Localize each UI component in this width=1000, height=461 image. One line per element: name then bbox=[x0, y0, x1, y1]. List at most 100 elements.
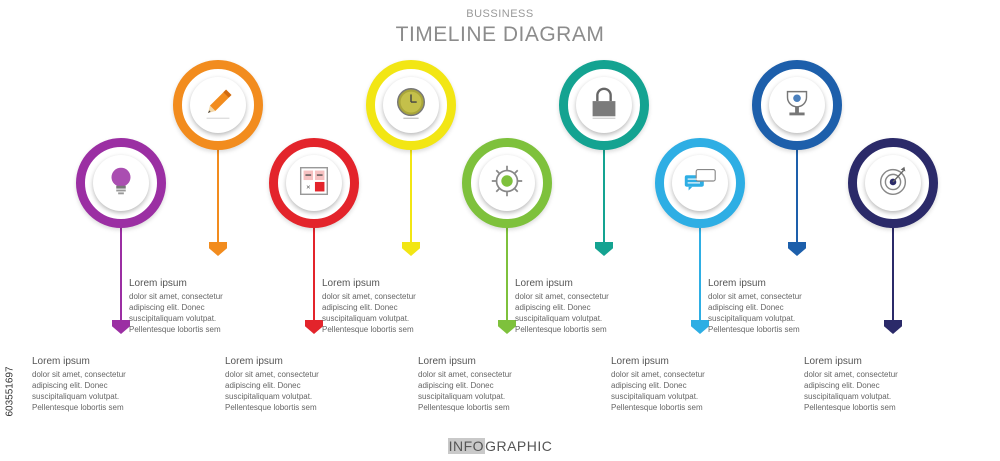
chat-bubbles-icon bbox=[681, 162, 719, 205]
step-ring bbox=[848, 138, 938, 228]
step-connector-line bbox=[699, 218, 701, 320]
step-description-line: Pellentesque lobortis sem bbox=[129, 325, 221, 334]
step-text-block: Lorem ipsum dolor sit amet, consectetur a… bbox=[515, 278, 635, 335]
target-icon bbox=[874, 162, 912, 205]
step-heading: Lorem ipsum bbox=[611, 356, 669, 367]
step-description-line: Pellentesque lobortis sem bbox=[515, 325, 607, 334]
step-ring bbox=[462, 138, 552, 228]
step-connector-line bbox=[603, 140, 605, 242]
step-connector-line bbox=[120, 218, 122, 320]
step-description-line: suscipitaliquam volutpat. bbox=[32, 392, 120, 401]
lock-icon bbox=[585, 84, 623, 127]
step-ring bbox=[366, 60, 456, 150]
step-description-line: suscipitaliquam volutpat. bbox=[611, 392, 699, 401]
step-heading: Lorem ipsum bbox=[322, 278, 380, 289]
step-connector-line bbox=[506, 218, 508, 320]
step-description-line: Pellentesque lobortis sem bbox=[322, 325, 414, 334]
step-description-line: adipiscing elit. Donec bbox=[708, 303, 784, 312]
step-description-line: adipiscing elit. Donec bbox=[322, 303, 398, 312]
step-description-line: Pellentesque lobortis sem bbox=[225, 403, 317, 412]
step-arrow-marker bbox=[209, 242, 227, 256]
step-heading: Lorem ipsum bbox=[804, 356, 862, 367]
step-description-line: dolor sit amet, consectetur bbox=[611, 370, 705, 379]
step-description-line: dolor sit amet, consectetur bbox=[322, 292, 416, 301]
step-icon-badge bbox=[190, 77, 246, 133]
step-description-line: suscipitaliquam volutpat. bbox=[418, 392, 506, 401]
step-icon-badge bbox=[383, 77, 439, 133]
svg-text:×: × bbox=[306, 182, 310, 191]
step-heading: Lorem ipsum bbox=[129, 278, 187, 289]
step-icon-badge bbox=[93, 155, 149, 211]
step-arrow-marker bbox=[112, 320, 130, 334]
step-description-line: dolor sit amet, consectetur bbox=[804, 370, 898, 379]
step-description-line: Pellentesque lobortis sem bbox=[611, 403, 703, 412]
step-arrow-marker bbox=[498, 320, 516, 334]
step-connector-line bbox=[313, 218, 315, 320]
step-description-line: dolor sit amet, consectetur bbox=[32, 370, 126, 379]
step-description-line: dolor sit amet, consectetur bbox=[515, 292, 609, 301]
step-text-block: Lorem ipsum dolor sit amet, consectetur a… bbox=[708, 278, 828, 335]
step-description-line: suscipitaliquam volutpat. bbox=[708, 314, 796, 323]
step-text-block: Lorem ipsum dolor sit amet, consectetur a… bbox=[611, 356, 731, 413]
step-text-block: Lorem ipsum dolor sit amet, consectetur a… bbox=[32, 356, 152, 413]
step-description-line: adipiscing elit. Donec bbox=[515, 303, 591, 312]
step-heading: Lorem ipsum bbox=[32, 356, 90, 367]
step-heading: Lorem ipsum bbox=[708, 278, 766, 289]
step-text-block: Lorem ipsum dolor sit amet, consectetur a… bbox=[129, 278, 249, 335]
step-icon-badge bbox=[576, 77, 632, 133]
step-description-line: suscipitaliquam volutpat. bbox=[804, 392, 892, 401]
step-description-line: adipiscing elit. Donec bbox=[32, 381, 108, 390]
step-description-line: dolor sit amet, consectetur bbox=[708, 292, 802, 301]
step-icon-badge bbox=[672, 155, 728, 211]
step-connector-line bbox=[892, 218, 894, 320]
step-description-line: Pellentesque lobortis sem bbox=[804, 403, 896, 412]
step-description-line: adipiscing elit. Donec bbox=[418, 381, 494, 390]
calculator-icon: × bbox=[295, 162, 333, 205]
step-ring bbox=[173, 60, 263, 150]
step-description-line: adipiscing elit. Donec bbox=[611, 381, 687, 390]
step-heading: Lorem ipsum bbox=[515, 278, 573, 289]
step-description-line: dolor sit amet, consectetur bbox=[225, 370, 319, 379]
step-description-line: suscipitaliquam volutpat. bbox=[515, 314, 603, 323]
step-description-line: Pellentesque lobortis sem bbox=[418, 403, 510, 412]
step-ring bbox=[559, 60, 649, 150]
step-ring bbox=[752, 60, 842, 150]
step-description-line: suscipitaliquam volutpat. bbox=[129, 314, 217, 323]
step-arrow-marker bbox=[788, 242, 806, 256]
step-connector-line bbox=[410, 140, 412, 242]
pencil-icon bbox=[199, 84, 237, 127]
step-connector-line bbox=[796, 140, 798, 242]
step-connector-line bbox=[217, 140, 219, 242]
page-title: TIMELINE DIAGRAM bbox=[395, 23, 605, 46]
clock-icon bbox=[392, 84, 430, 127]
lightbulb-icon bbox=[102, 162, 140, 205]
step-arrow-marker bbox=[884, 320, 902, 334]
step-icon-badge bbox=[769, 77, 825, 133]
step-arrow-marker bbox=[402, 242, 420, 256]
step-icon-badge: × bbox=[286, 155, 342, 211]
side-id-label: 603551697 bbox=[2, 352, 16, 432]
trophy-icon bbox=[778, 84, 816, 127]
step-description-line: adipiscing elit. Donec bbox=[804, 381, 880, 390]
step-text-block: Lorem ipsum dolor sit amet, consectetur a… bbox=[322, 278, 442, 335]
step-ring bbox=[655, 138, 745, 228]
step-ring bbox=[76, 138, 166, 228]
step-arrow-marker bbox=[691, 320, 709, 334]
step-text-block: Lorem ipsum dolor sit amet, consectetur a… bbox=[804, 356, 924, 413]
step-ring: × bbox=[269, 138, 359, 228]
step-description-line: suscipitaliquam volutpat. bbox=[322, 314, 410, 323]
footer-label: INFOGRAPHIC bbox=[0, 438, 1000, 454]
footer-rest: GRAPHIC bbox=[485, 438, 553, 454]
gear-icon bbox=[488, 162, 526, 205]
step-description-line: adipiscing elit. Donec bbox=[129, 303, 205, 312]
step-description-line: Pellentesque lobortis sem bbox=[32, 403, 124, 412]
step-description-line: dolor sit amet, consectetur bbox=[129, 292, 223, 301]
step-arrow-marker bbox=[305, 320, 323, 334]
step-arrow-marker bbox=[595, 242, 613, 256]
step-heading: Lorem ipsum bbox=[418, 356, 476, 367]
step-description-line: Pellentesque lobortis sem bbox=[708, 325, 800, 334]
step-icon-badge bbox=[865, 155, 921, 211]
step-icon-badge bbox=[479, 155, 535, 211]
